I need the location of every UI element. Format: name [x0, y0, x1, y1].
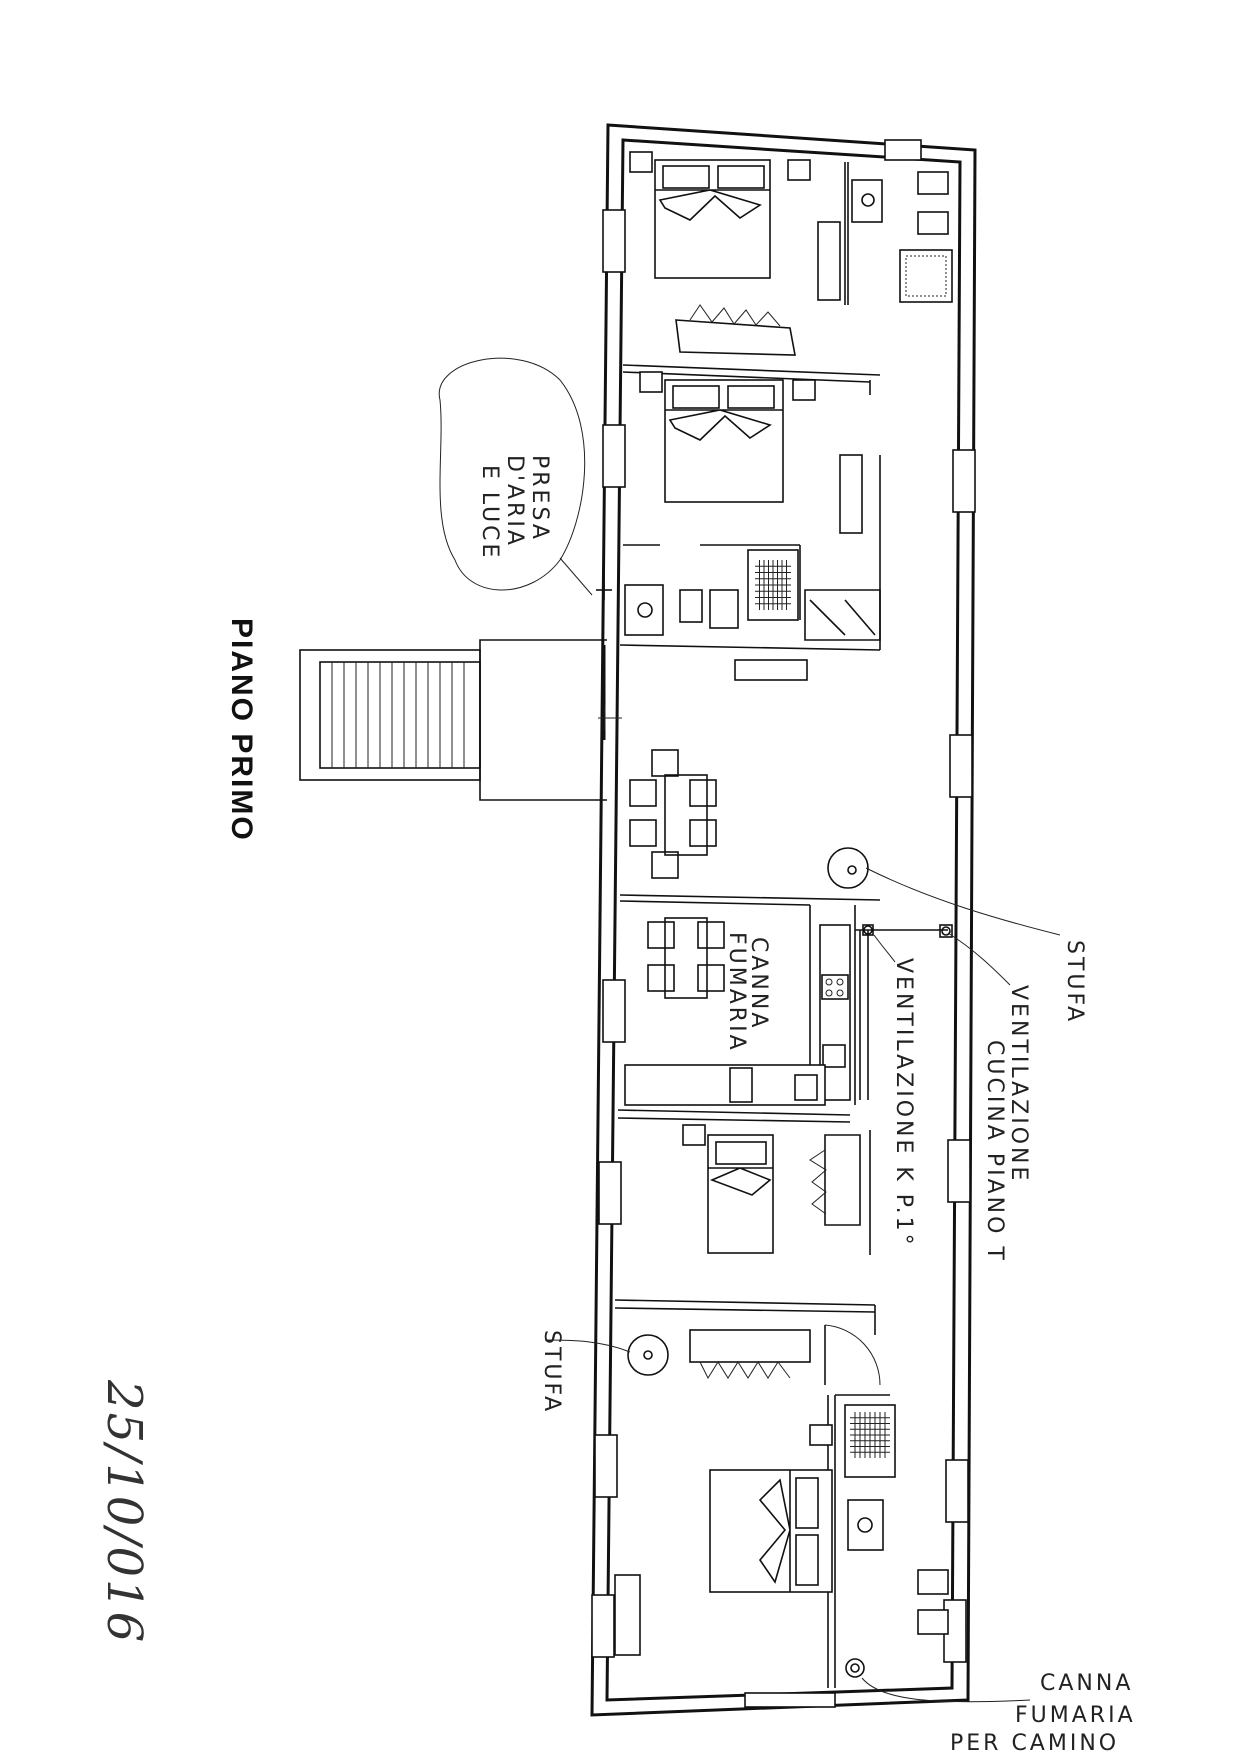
leader-lines — [544, 557, 1061, 1703]
canna-camino-line-2: FUMARIA — [1015, 1703, 1136, 1728]
handwritten-date: 25/10/016 — [96, 1379, 152, 1644]
presa-aria-note: PRESA D'ARIA E LUCE — [438, 357, 586, 591]
presa-line-1: PRESA — [527, 455, 552, 542]
staircase — [299, 649, 481, 781]
kitchen — [624, 917, 953, 1106]
ventilazione-cucina-line-2: CUCINA PIANO T — [982, 1040, 1007, 1263]
floor-title: PIANO PRIMO — [225, 618, 258, 842]
bedroom-1 — [629, 151, 841, 356]
dining-table-1 — [629, 749, 717, 879]
presa-line-2: D'ARIA — [502, 455, 527, 548]
canna-fumaria-line-1: CANNA — [746, 937, 771, 1030]
stufa-label-bottom: STUFA — [539, 1330, 564, 1414]
windows-right — [943, 449, 976, 1663]
ventilazione-k-label: VENTILAZIONE K P.1° — [891, 958, 916, 1248]
canna-camino-line-3: PER CAMINO — [950, 1731, 1119, 1752]
bedroom-4 — [614, 1329, 833, 1656]
bathroom-2 — [624, 549, 881, 641]
window-bottom — [744, 1692, 836, 1708]
single-bedroom — [682, 1124, 861, 1254]
canna-camino-line-1: CANNA — [1040, 1671, 1133, 1696]
bathroom-1 — [851, 171, 953, 303]
bathroom-4 — [844, 1404, 949, 1678]
ventilazione-cucina-line-1: VENTILAZIONE — [1006, 985, 1031, 1183]
canna-fumaria-line-2: FUMARIA — [724, 932, 749, 1053]
tv-stand — [734, 659, 808, 681]
presa-line-3: E LUCE — [477, 465, 502, 560]
chimney-top — [884, 139, 922, 161]
stufa-label-top: STUFA — [1062, 940, 1087, 1024]
windows-left — [591, 209, 626, 1658]
bedroom-2 — [639, 371, 863, 534]
stove-1 — [827, 847, 869, 889]
